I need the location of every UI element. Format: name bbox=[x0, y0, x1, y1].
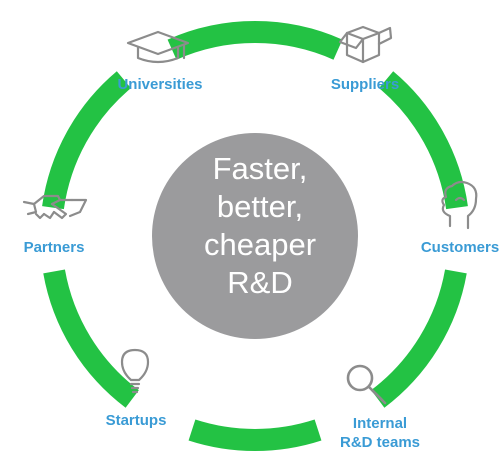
universities-label: Universities bbox=[117, 76, 203, 93]
center-line-4: R&D bbox=[227, 265, 293, 300]
ring-segment-top bbox=[167, 21, 343, 60]
ring-segment-bottom bbox=[188, 419, 322, 451]
ring-segment-upper-left bbox=[42, 71, 132, 210]
ring-segment-upper-right bbox=[378, 71, 468, 210]
lightbulb-icon bbox=[120, 348, 150, 394]
partners-label: Partners bbox=[23, 239, 85, 256]
center-line-3: cheaper bbox=[203, 227, 317, 262]
magnifier-icon bbox=[346, 364, 387, 405]
internal-rd-label-line-1: Internal bbox=[352, 415, 408, 432]
suppliers-label: Suppliers bbox=[330, 76, 400, 93]
handshake-icon bbox=[22, 194, 88, 220]
ring-segments bbox=[42, 21, 468, 451]
startups-label: Startups bbox=[105, 412, 167, 429]
center-statement: Faster, better, cheaper R&D bbox=[175, 150, 345, 302]
head-profile-icon bbox=[441, 180, 478, 230]
center-line-1: Faster, bbox=[212, 151, 308, 186]
open-box-icon bbox=[338, 25, 393, 64]
center-circle bbox=[152, 133, 358, 339]
internal-rd-label-line-2: R&D teams bbox=[339, 434, 421, 451]
ring-segment-lower-left bbox=[43, 269, 139, 408]
center-line-2: better, bbox=[216, 189, 304, 224]
customers-label: Customers bbox=[420, 239, 500, 256]
ring-segment-lower-right bbox=[371, 269, 467, 408]
graduation-cap-icon bbox=[126, 30, 190, 64]
internal-rd-label: Internal R&D teams bbox=[340, 414, 420, 452]
